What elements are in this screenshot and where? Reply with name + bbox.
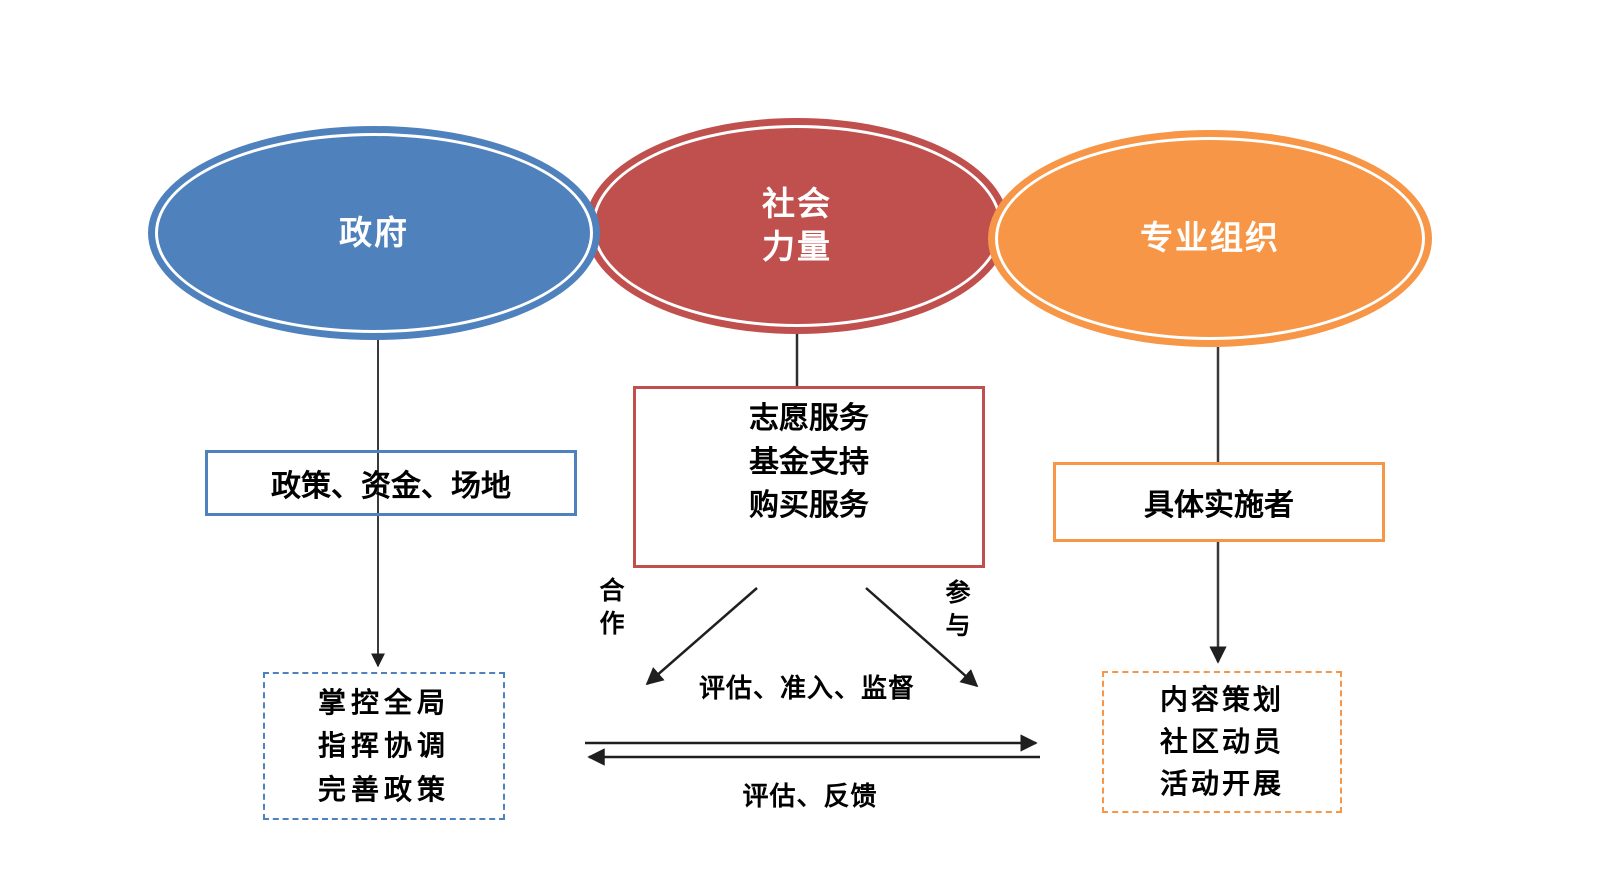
label-evaluation-access-supervision: 评估、准入、监督 (698, 673, 915, 703)
label-evaluation-feedback: 评估、反馈 (742, 781, 878, 811)
box-social-role-line-2: 基金支持 (749, 445, 869, 479)
ellipse-government: 政府 (148, 126, 600, 340)
arrow-cooperation-diagonal (645, 587, 758, 686)
box-professional-tasks: 内容策划 社区动员 活动开展 (1102, 671, 1342, 813)
box-government-tasks-line-1: 掌控全局 (317, 686, 450, 718)
ellipse-social-forces-label: 社会 力量 (762, 183, 832, 269)
ellipse-social-line-2: 力量 (762, 228, 832, 265)
box-government-role-label: 政策、资金、场地 (271, 470, 511, 503)
label-participation-char-1: 参 (945, 579, 971, 607)
box-professional-tasks-line-2: 社区动员 (1159, 726, 1284, 757)
ellipse-professional-org: 专业组织 (988, 130, 1432, 347)
label-cooperation-char-1: 合 (599, 577, 625, 605)
ellipse-social-line-1: 社会 (762, 185, 832, 223)
box-government-tasks-line-2: 指挥协调 (317, 730, 450, 762)
label-cooperation-char-2: 作 (599, 610, 625, 638)
label-participation-char-2: 与 (945, 612, 971, 640)
label-participation: 参 与 (934, 577, 982, 643)
label-cooperation: 合 作 (588, 575, 636, 641)
box-government-tasks-line-3: 完善政策 (317, 773, 450, 805)
box-professional-tasks-line-1: 内容策划 (1159, 684, 1284, 715)
box-professional-role: 具体实施者 (1053, 462, 1385, 542)
ellipse-government-label: 政府 (339, 213, 409, 251)
ellipse-social-forces: 社会 力量 (585, 118, 1009, 334)
ellipse-professional-org-label: 专业组织 (1140, 219, 1280, 257)
box-social-role-line-3: 购买服务 (749, 489, 869, 522)
arrow-participation-diagonal (865, 587, 979, 688)
box-social-role-line-1: 志愿服务 (749, 402, 869, 435)
box-professional-tasks-line-3: 活动开展 (1159, 768, 1284, 799)
box-government-role: 政策、资金、场地 (205, 450, 577, 516)
box-government-tasks: 掌控全局 指挥协调 完善政策 (263, 672, 505, 820)
box-professional-role-label: 具体实施者 (1144, 489, 1294, 522)
box-social-role: 志愿服务 基金支持 购买服务 (633, 386, 985, 568)
